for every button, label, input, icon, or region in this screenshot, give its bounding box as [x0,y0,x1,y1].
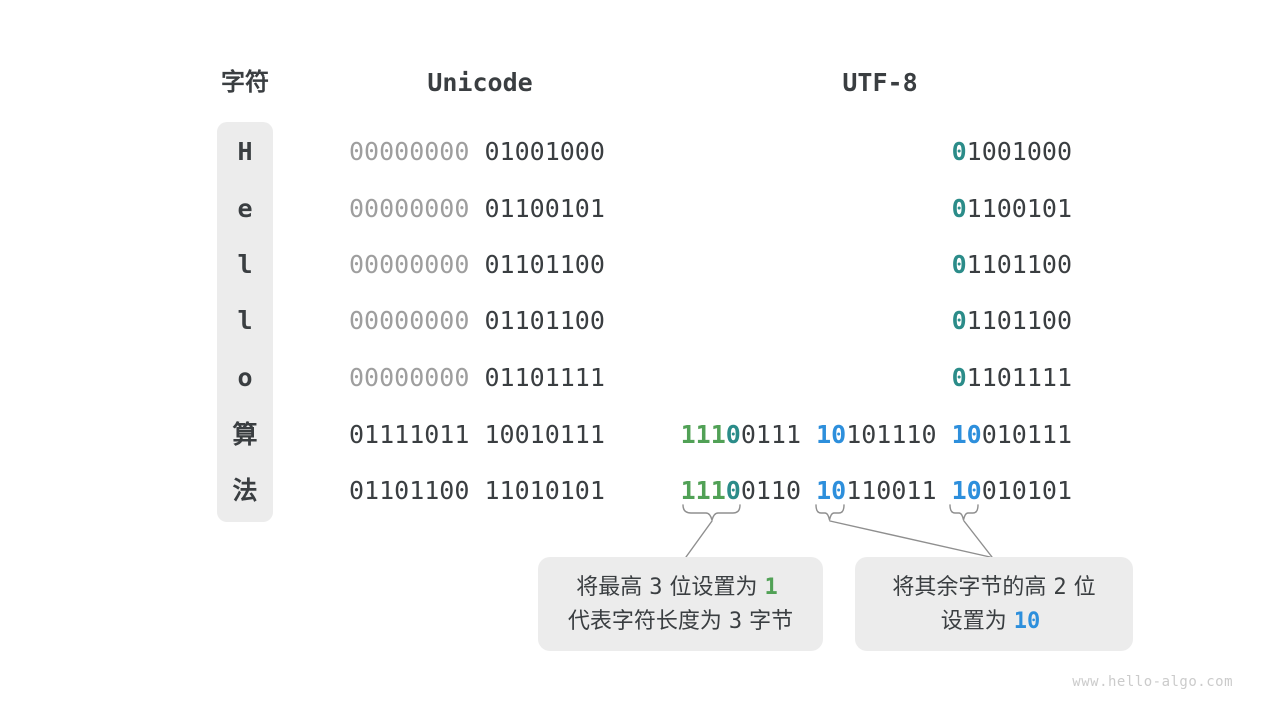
unicode-bytes: 00000000 01101100 [349,303,605,339]
bit-group-green: 111 [680,420,726,449]
character-cell: e [237,194,253,223]
utf8-bytes: 01101100 [952,247,1072,283]
utf8-bytes: 11100111 10101110 10010111 [681,417,1072,453]
bit-group-teal: 0 [725,420,741,449]
bit-group-dark: 010101 [981,476,1072,505]
bit-group-gray: 00000000 [349,250,470,279]
bit-group-dark: 1101100 [966,250,1072,279]
character-cell: l [237,306,253,335]
connector-line-3 [963,520,993,558]
unicode-bytes: 00000000 01101100 [349,247,605,283]
character-cell: 法 [232,476,258,505]
bit-group-teal: 0 [951,306,967,335]
bit-group-blue: 10 [951,420,982,449]
utf8-bytes: 01001000 [952,134,1072,170]
bit-count: 3 [649,575,663,600]
bit-group-blue: 10 [816,476,847,505]
bit-group-dark: 1101111 [966,363,1072,392]
bit-group-green: 111 [680,476,726,505]
column-header-utf8: UTF-8 [842,68,918,97]
bit-value-ten: 10 [1013,609,1041,634]
bit-group-teal: 0 [951,250,967,279]
unicode-bytes: 01101100 11010101 [349,473,605,509]
character-cell: H [237,137,253,166]
unicode-bytes: 00000000 01100101 [349,191,605,227]
utf8-bytes: 11100110 10110011 10010101 [681,473,1072,509]
bit-group-dark: 01101100 [484,306,605,335]
bit-group-teal: 0 [951,363,967,392]
bit-group-blue: 10 [816,420,847,449]
utf8-bytes: 01101100 [952,303,1072,339]
character-column-panel [217,122,273,522]
bit-group-teal: 0 [725,476,741,505]
bit-group-dark: 01100101 [484,194,605,223]
bit-group-teal: 0 [951,137,967,166]
unicode-bytes: 00000000 01001000 [349,134,605,170]
watermark: www.hello-algo.com [1072,674,1233,690]
bit-group-dark: 01101100 [349,476,470,505]
utf8-byte: 11100110 [681,476,801,505]
bit-group-gray: 00000000 [349,137,470,166]
utf8-byte: 10010111 [952,420,1072,449]
utf8-byte: 10110011 [816,476,936,505]
bit-group-dark: 0111 [740,420,802,449]
bit-group-dark: 1101100 [966,306,1072,335]
utf8-byte: 10101110 [816,420,936,449]
bit-group-dark: 101110 [846,420,937,449]
byte-count: 3 [728,609,743,634]
bit-group-dark: 01001000 [484,137,605,166]
character-cell: l [237,250,253,279]
bit-group-dark: 0110 [740,476,802,505]
utf8-bytes: 01100101 [952,191,1072,227]
bit-value-one: 1 [764,575,778,600]
bit-group-dark: 1001000 [966,137,1072,166]
unicode-bytes: 00000000 01101111 [349,360,605,396]
bit-count: 2 [1053,575,1067,600]
bit-group-teal: 0 [951,194,967,223]
bit-group-dark: 110011 [846,476,937,505]
bit-group-dark: 11010101 [484,476,605,505]
connector-line-1 [685,520,713,558]
bit-group-dark: 01101111 [484,363,605,392]
connector-line-2 [829,520,991,558]
unicode-bytes: 01111011 10010111 [349,417,605,453]
character-cell: 算 [232,420,258,449]
bit-group-gray: 00000000 [349,306,470,335]
column-header-unicode: Unicode [427,68,533,97]
utf8-byte: 01101100 [952,250,1072,279]
bit-group-dark: 01111011 [349,420,470,449]
utf8-byte: 01101111 [952,363,1072,392]
column-header-character: 字符 [221,69,269,96]
bit-group-dark: 010111 [981,420,1072,449]
utf8-byte: 10010101 [952,476,1072,505]
utf8-byte: 01100101 [952,194,1072,223]
bit-group-dark: 01101100 [484,250,605,279]
bit-group-gray: 00000000 [349,363,470,392]
bit-group-dark: 10010111 [484,420,605,449]
utf8-byte: 01101100 [952,306,1072,335]
bit-group-blue: 10 [951,476,982,505]
bit-group-dark: 1100101 [966,194,1072,223]
utf8-byte: 01001000 [952,137,1072,166]
utf8-bytes: 01101111 [952,360,1072,396]
utf8-byte: 11100111 [681,420,801,449]
bit-group-gray: 00000000 [349,194,470,223]
character-cell: o [237,363,253,392]
